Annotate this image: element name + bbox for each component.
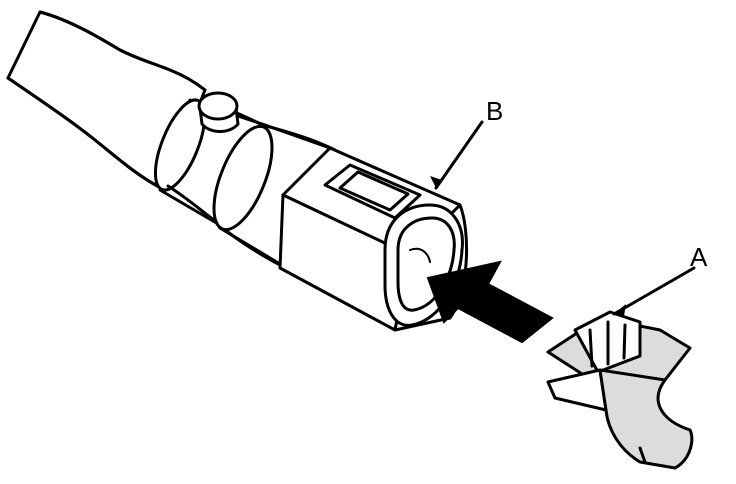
callout-a-leader	[612, 266, 696, 316]
hose	[6, 10, 207, 192]
insertion-arrow	[426, 260, 554, 344]
callout-b-leader	[430, 120, 484, 190]
callout-a-label: A	[690, 242, 708, 272]
connector-clip	[546, 310, 694, 470]
fitting-stud	[197, 91, 240, 133]
callout-b-label: B	[486, 96, 503, 126]
